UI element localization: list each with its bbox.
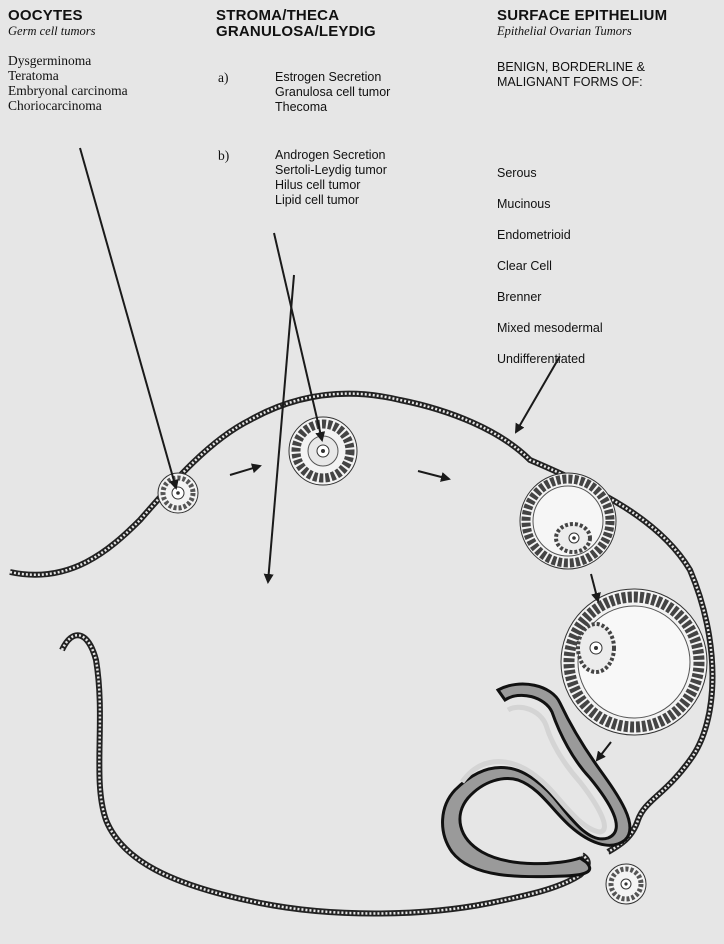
oocytes-leader-arrow — [80, 148, 176, 488]
progression-arrow-3 — [591, 574, 598, 601]
surface-leader-arrow — [516, 356, 560, 432]
small-follicle — [158, 473, 198, 513]
stroma-leader-arrow-1 — [274, 233, 322, 440]
progression-arrow-2 — [418, 471, 449, 479]
progression-arrow-4 — [597, 742, 611, 760]
cystic-follicle-1 — [520, 473, 616, 569]
stroma-leader-arrow-2 — [268, 275, 294, 582]
mature-follicle — [561, 589, 707, 735]
progression-arrow-1 — [230, 466, 260, 475]
released-ovum — [606, 864, 646, 904]
growing-follicle — [289, 417, 357, 485]
